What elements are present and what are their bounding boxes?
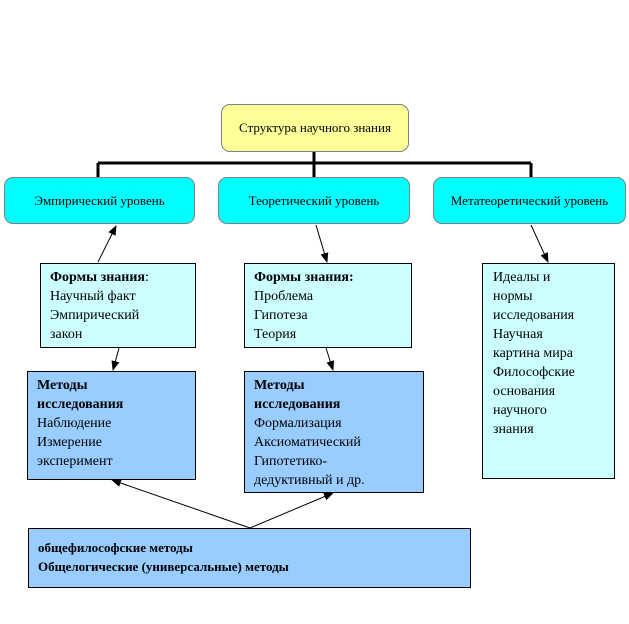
arrow-meta-to-box [530,224,549,263]
empirical-form-item: закон [50,327,83,342]
general-method-item: Общелогические (универсальные) методы [38,559,289,574]
empirical-forms-heading: Формы знания [50,270,145,285]
meta-item: Идеалы и [493,270,551,285]
metatheoretical-box: Идеалы и нормы исследования Научная карт… [482,263,615,479]
empirical-method-item: Наблюдение [37,416,112,431]
meta-item: научного [493,403,547,418]
meta-item: Научная [493,327,543,342]
arrow-forms-to-methods-emp [111,347,120,371]
empirical-level-box: Эмпирический уровень [4,177,195,224]
theoretical-form-item: Гипотеза [254,308,308,323]
general-method-item: общефилософские методы [38,540,193,555]
meta-item: основания [493,384,556,399]
empirical-form-item: Научный факт [50,289,136,304]
theoretical-forms-box: Формы знания: Проблема Гипотеза Теория [244,263,412,348]
empirical-forms-heading-colon: : [144,270,149,285]
theoretical-level-box: Теоретический уровень [218,177,410,224]
empirical-methods-heading: исследования [37,397,124,412]
theoretical-form-item: Проблема [254,289,314,304]
theoretical-methods-heading: исследования [254,397,341,412]
empirical-level-label: Эмпирический уровень [34,192,165,208]
empirical-method-item: Измерение [37,435,102,450]
theoretical-method-item: Аксиоматический [254,435,361,450]
meta-item: знания [493,422,534,437]
theoretical-method-item: дедуктивный и др. [254,473,365,488]
theoretical-methods-box: Методы исследования Формализация Аксиома… [244,371,424,493]
arrow-forms-to-methods-theo [325,347,335,371]
arrow-general-to-methods-theo [249,492,334,529]
metatheoretical-level-box: Метатеоретический уровень [433,177,626,224]
arrow-general-to-methods-emp [111,479,251,529]
empirical-form-item: Эмпирический [50,308,140,323]
meta-item: картина мира [493,346,574,361]
theoretical-method-item: Гипотетико- [254,454,328,469]
diagram-title: Структура научного знания [239,120,391,135]
meta-item: Философские [493,365,575,380]
empirical-methods-heading: Методы [37,378,88,393]
meta-item: нормы [493,289,533,304]
empirical-methods-box: Методы исследования Наблюдение Измерение… [27,371,196,480]
general-methods-box: общефилософские методы Общелогические (у… [28,528,471,588]
theoretical-method-item: Формализация [254,416,342,431]
theoretical-methods-heading: Методы [254,378,305,393]
arrow-theoretical-to-forms [315,224,329,263]
empirical-forms-box: Формы знания: Научный факт Эмпирический … [40,263,196,348]
hierarchy-bracket [96,152,533,177]
empirical-method-item: эксперимент [37,454,113,469]
theoretical-form-item: Теория [254,327,297,342]
diagram-title-box: Структура научного знания [221,104,409,152]
arrow-forms-to-empirical [97,225,117,263]
meta-item: исследования [493,308,575,323]
theoretical-level-label: Теоретический уровень [248,192,380,208]
theoretical-forms-heading: Формы знания: [254,270,354,285]
metatheoretical-level-label: Метатеоретический уровень [450,192,609,208]
